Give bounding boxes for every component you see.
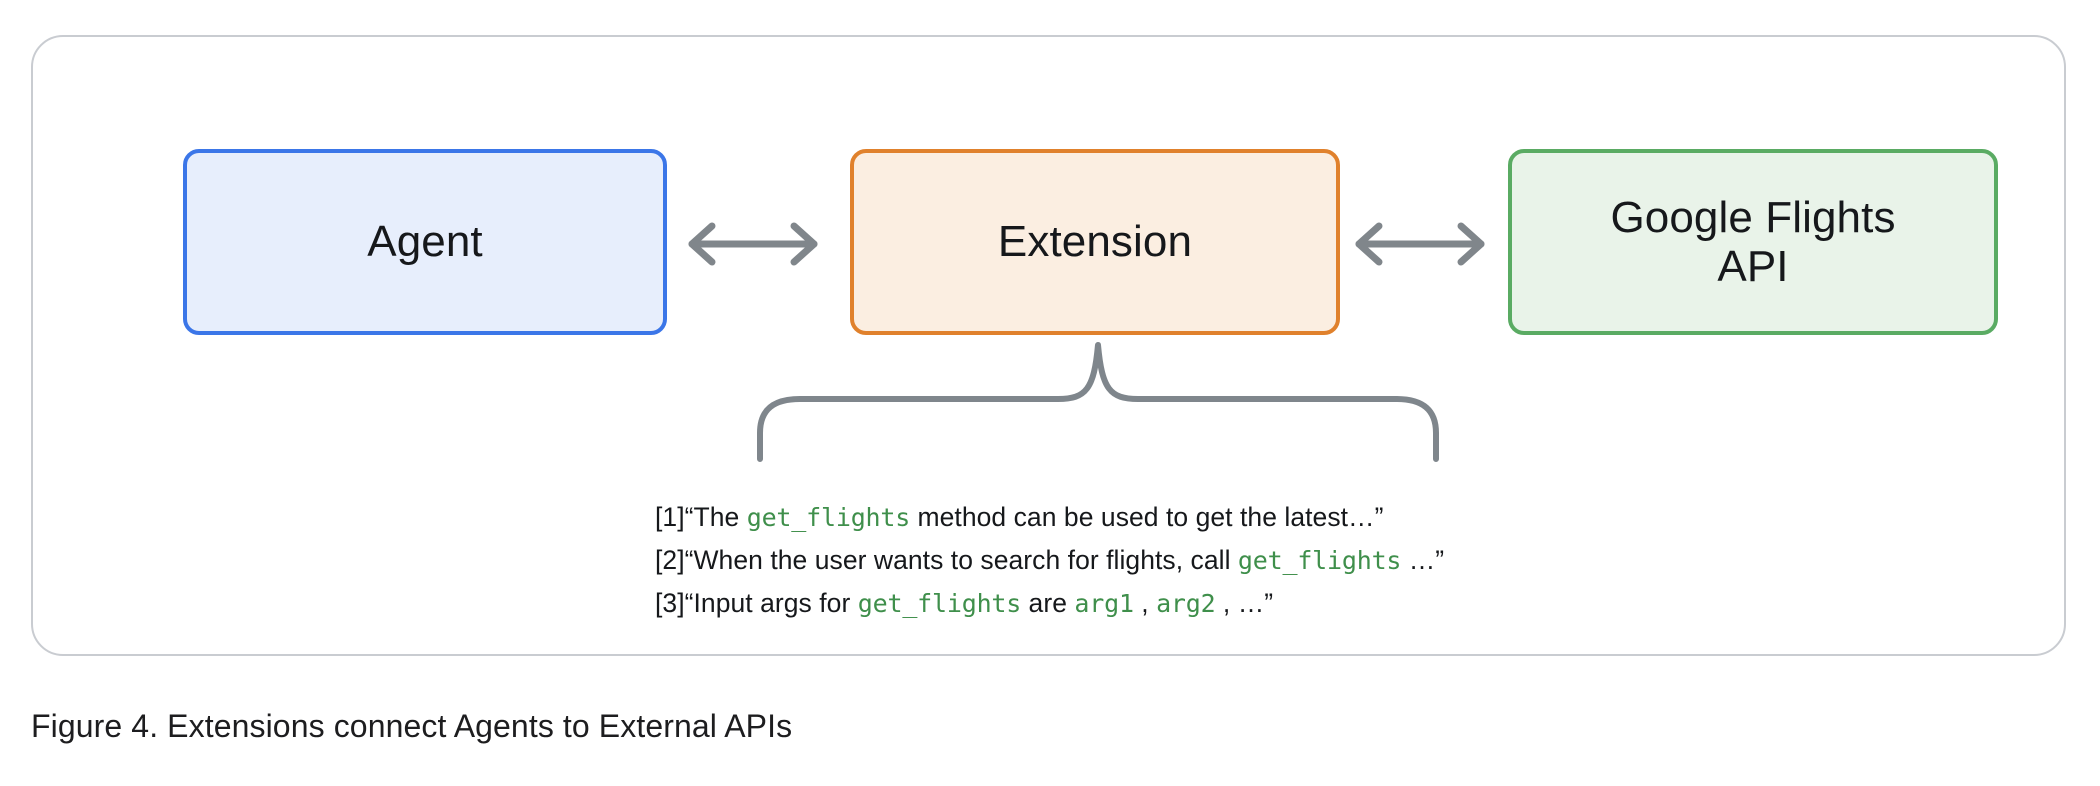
description-text-3d: , …” xyxy=(1215,588,1274,618)
description-text-3a: “Input args for xyxy=(684,588,858,618)
description-code-3a: get_flights xyxy=(857,589,1022,618)
description-line-1: [1]“The get_flights method can be used t… xyxy=(655,496,1444,539)
description-list: [1]“The get_flights method can be used t… xyxy=(655,496,1444,625)
description-line-2: [2]“When the user wants to search for fl… xyxy=(655,539,1444,582)
figure-caption: Figure 4. Extensions connect Agents to E… xyxy=(31,708,793,744)
description-index-2: [2] xyxy=(655,545,685,575)
description-text-3c: , xyxy=(1133,588,1157,618)
node-google-flights-api-label: Google Flights API xyxy=(1610,192,1896,291)
description-code-3c: arg2 xyxy=(1156,589,1216,618)
description-text-2a: “When the user wants to search for fligh… xyxy=(684,545,1238,575)
node-agent-label: Agent xyxy=(367,217,483,267)
node-agent: Agent xyxy=(183,149,667,335)
node-extension: Extension xyxy=(850,149,1340,335)
description-text-1a: “The xyxy=(684,502,747,532)
description-code-2a: get_flights xyxy=(1237,546,1402,575)
description-index-3: [3] xyxy=(655,588,685,618)
figure-card: Agent Extension Google Flights API xyxy=(31,35,2066,656)
description-text-1b: method can be used to get the latest…” xyxy=(910,502,1384,532)
description-index-1: [1] xyxy=(655,502,685,532)
description-code-3b: arg1 xyxy=(1074,589,1134,618)
description-text-2b: …” xyxy=(1401,545,1445,575)
node-extension-label: Extension xyxy=(997,217,1193,267)
node-google-flights-api: Google Flights API xyxy=(1508,149,1998,335)
description-text-3b: are xyxy=(1021,588,1075,618)
description-line-3: [3]“Input args for get_flights are arg1 … xyxy=(655,582,1444,625)
description-code-1a: get_flights xyxy=(746,503,911,532)
curly-brace-icon xyxy=(748,337,1448,467)
double-arrow-agent-extension-icon xyxy=(678,215,828,273)
double-arrow-extension-api-icon xyxy=(1345,215,1495,273)
